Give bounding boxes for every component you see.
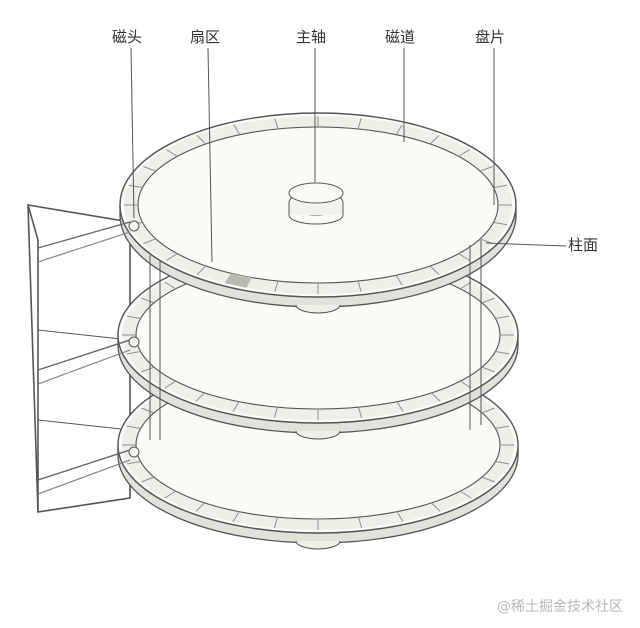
- sector-divider: [141, 476, 155, 483]
- head-label: 磁头: [112, 28, 142, 46]
- sector-divider: [481, 407, 495, 414]
- sector-divider: [357, 118, 362, 130]
- sector-divider: [395, 275, 403, 286]
- hub-shadow: [295, 430, 341, 440]
- sector-divider: [395, 124, 403, 135]
- cylinder-label: 柱面: [568, 236, 598, 254]
- sector-divider: [232, 511, 240, 522]
- sector-divider: [126, 315, 141, 320]
- sector-divider: [126, 460, 141, 465]
- head-bottom-icon: [128, 446, 140, 458]
- sector-divider: [358, 517, 363, 529]
- sector-divider: [493, 221, 508, 226]
- sector-divider: [460, 490, 472, 499]
- sector-divider: [460, 281, 472, 290]
- sector-divider: [460, 380, 472, 389]
- sector-divider: [233, 124, 241, 135]
- sector-divider: [495, 350, 510, 355]
- spindle-hub: [288, 182, 344, 225]
- sector-divider: [195, 502, 205, 512]
- cylinder-lines: [149, 240, 482, 440]
- actuator-frame: [27, 204, 131, 513]
- sector-label: 扇区: [190, 28, 220, 46]
- sector-divider: [195, 392, 205, 402]
- sector-divider: [232, 401, 240, 412]
- read-write-heads: [128, 220, 140, 458]
- sector-divider: [196, 265, 207, 275]
- sector-divider: [274, 280, 279, 292]
- sector-divider: [164, 490, 176, 499]
- sector-divider: [495, 425, 510, 430]
- head-middle-icon: [128, 336, 140, 348]
- sector-divider: [164, 281, 176, 290]
- sector-divider: [458, 253, 470, 261]
- leader-lines: [130, 47, 567, 263]
- sector-divider: [481, 476, 495, 483]
- sector-divider: [166, 149, 178, 157]
- platter-label: 盘片: [475, 28, 505, 46]
- sector-divider: [481, 297, 495, 304]
- spindle-label: 主轴: [296, 28, 326, 46]
- sector-divider: [429, 135, 440, 145]
- hub-shadow: [295, 540, 341, 550]
- sector-divider: [357, 280, 362, 292]
- sector-divider: [164, 380, 176, 389]
- sector-divider: [431, 502, 441, 512]
- sector-divider: [273, 407, 278, 419]
- sector-divider: [431, 392, 441, 402]
- sector-divider: [481, 366, 495, 373]
- sector-divider: [196, 135, 207, 145]
- sector-divider: [141, 366, 155, 373]
- sector-divider: [141, 297, 155, 304]
- sector-divider: [141, 407, 155, 414]
- sector-divider: [429, 265, 440, 275]
- track-label: 磁道: [385, 28, 415, 46]
- hub-shadow: [295, 304, 341, 314]
- sector-divider: [274, 118, 279, 130]
- sector-divider: [126, 425, 141, 430]
- sector-divider: [495, 460, 510, 465]
- sector-divider: [128, 184, 143, 189]
- head-top-icon: [128, 220, 140, 232]
- sector-divider: [143, 165, 157, 172]
- head-arms: [37, 221, 131, 495]
- highlighted-sector: [224, 273, 252, 288]
- sector-divider: [479, 165, 493, 172]
- sector-divider: [396, 401, 404, 412]
- sector-divider: [396, 511, 404, 522]
- labels: 磁头 扇区 主轴 磁道 盘片 柱面: [112, 28, 598, 254]
- sector-divider: [126, 350, 141, 355]
- sector-divider: [493, 184, 508, 189]
- sector-divider: [358, 407, 363, 419]
- sector-divider: [143, 238, 157, 245]
- sector-divider: [273, 517, 278, 529]
- sector-divider: [495, 315, 510, 320]
- sector-divider: [166, 253, 178, 261]
- watermark: @稀土掘金技术社区: [497, 599, 623, 615]
- sector-divider: [458, 149, 470, 157]
